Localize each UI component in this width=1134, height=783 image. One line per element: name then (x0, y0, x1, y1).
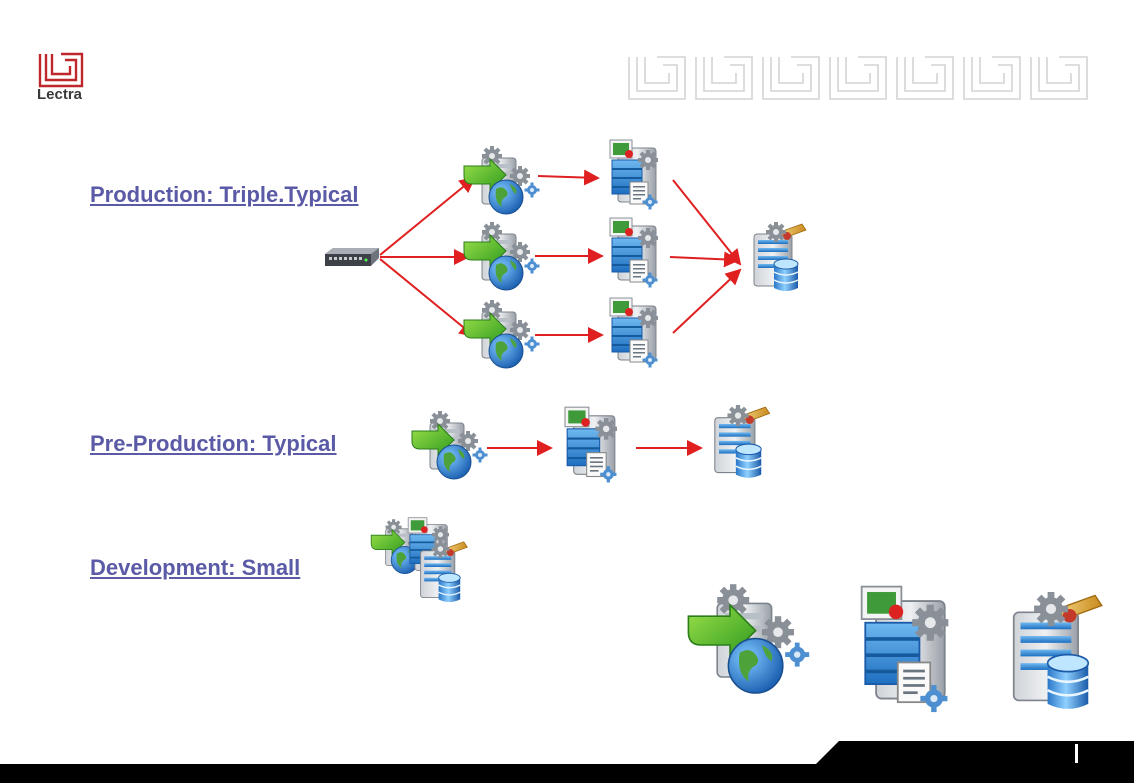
footer-bar (0, 764, 1134, 783)
arrow-web2-to-db (669, 251, 740, 268)
database-server-icon (740, 222, 812, 294)
network-switch-icon (323, 246, 381, 270)
application-server-icon (460, 142, 540, 216)
web-server-icon (840, 575, 970, 721)
combined-server-icon (368, 516, 472, 612)
production-label[interactable]: Production: Triple.Typical (90, 182, 359, 207)
application-server-icon (460, 296, 540, 370)
database-server-icon (990, 592, 1112, 714)
arrow-switch-to-app-1 (379, 176, 476, 256)
database-server-icon (700, 404, 776, 482)
preproduction-label[interactable]: Pre-Production: Typical (90, 431, 337, 456)
development-label[interactable]: Development: Small (90, 555, 301, 580)
arrow-web1-to-db (672, 179, 742, 266)
application-server-icon (408, 402, 488, 486)
arrow-app1-to-web1 (537, 169, 600, 186)
application-server-icon (460, 218, 540, 292)
footer-tab (815, 741, 1134, 765)
arrow-switch-to-app-3 (379, 258, 476, 338)
web-server-icon (598, 138, 670, 210)
web-server-icon (598, 296, 670, 368)
application-server-icon (682, 568, 810, 706)
page-marker (1075, 744, 1078, 763)
web-server-icon (552, 404, 630, 484)
header-logo-pattern (625, 55, 1100, 103)
web-server-icon (598, 216, 670, 288)
arrow-web3-to-db (672, 268, 742, 334)
brand-name: Lectra (37, 86, 83, 103)
lectra-logo (37, 52, 85, 88)
